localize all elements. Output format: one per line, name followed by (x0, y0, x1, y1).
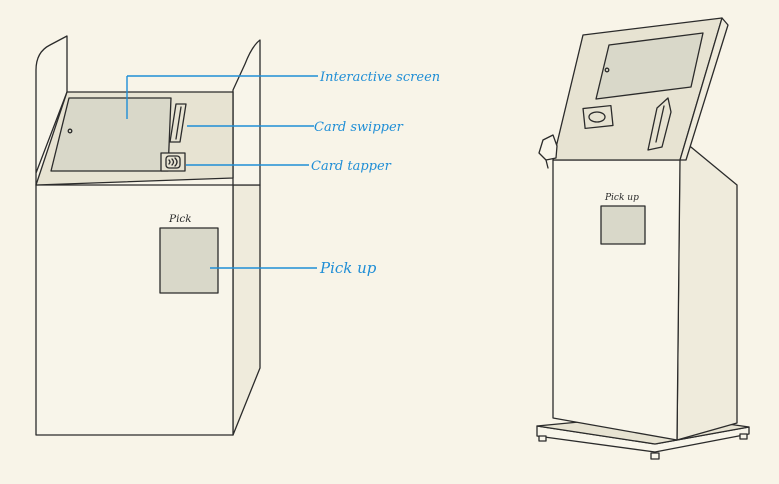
right-kiosk-pickup-label: Pick up (604, 193, 639, 203)
right-kiosk-scanner-stem (545, 159, 549, 169)
right-kiosk: Pick up (536, 17, 750, 460)
contactless-icon (168, 157, 178, 167)
callout-swiper-label: Card swipper (314, 120, 404, 135)
right-kiosk-pickup-slot (600, 205, 646, 245)
left-kiosk: Pick Interactive screen Card swipper Car… (35, 35, 440, 436)
callout-screen-label: Interactive screen (319, 70, 440, 85)
left-kiosk-nfc-icon (165, 155, 181, 169)
right-kiosk-screen (595, 32, 704, 100)
left-kiosk-left-wing (35, 35, 68, 186)
right-kiosk-wheel (739, 433, 748, 440)
right-kiosk-side-face (676, 137, 738, 441)
right-kiosk-card-swiper-slot (655, 105, 665, 143)
left-kiosk-pick-label: Pick (168, 213, 192, 225)
left-kiosk-side-face (232, 184, 261, 436)
callout-tapper-label: Card tapper (311, 159, 392, 174)
left-kiosk-screen (50, 97, 172, 172)
left-kiosk-camera-dot (67, 128, 73, 134)
right-kiosk-wheel (538, 435, 547, 442)
right-kiosk-camera-dot (604, 67, 610, 73)
left-kiosk-pickup-slot (159, 227, 219, 294)
callout-pickup-label: Pick up (319, 259, 377, 277)
right-kiosk-nfc-icon (588, 111, 606, 123)
right-kiosk-card-tapper (582, 104, 614, 130)
right-kiosk-wheel (650, 452, 660, 460)
left-kiosk-front-face (35, 184, 234, 436)
right-kiosk-side-scanner (538, 134, 558, 161)
left-kiosk-card-swiper-slot (175, 106, 182, 140)
right-kiosk-head-side (679, 17, 729, 161)
left-kiosk-right-wing (232, 39, 261, 186)
